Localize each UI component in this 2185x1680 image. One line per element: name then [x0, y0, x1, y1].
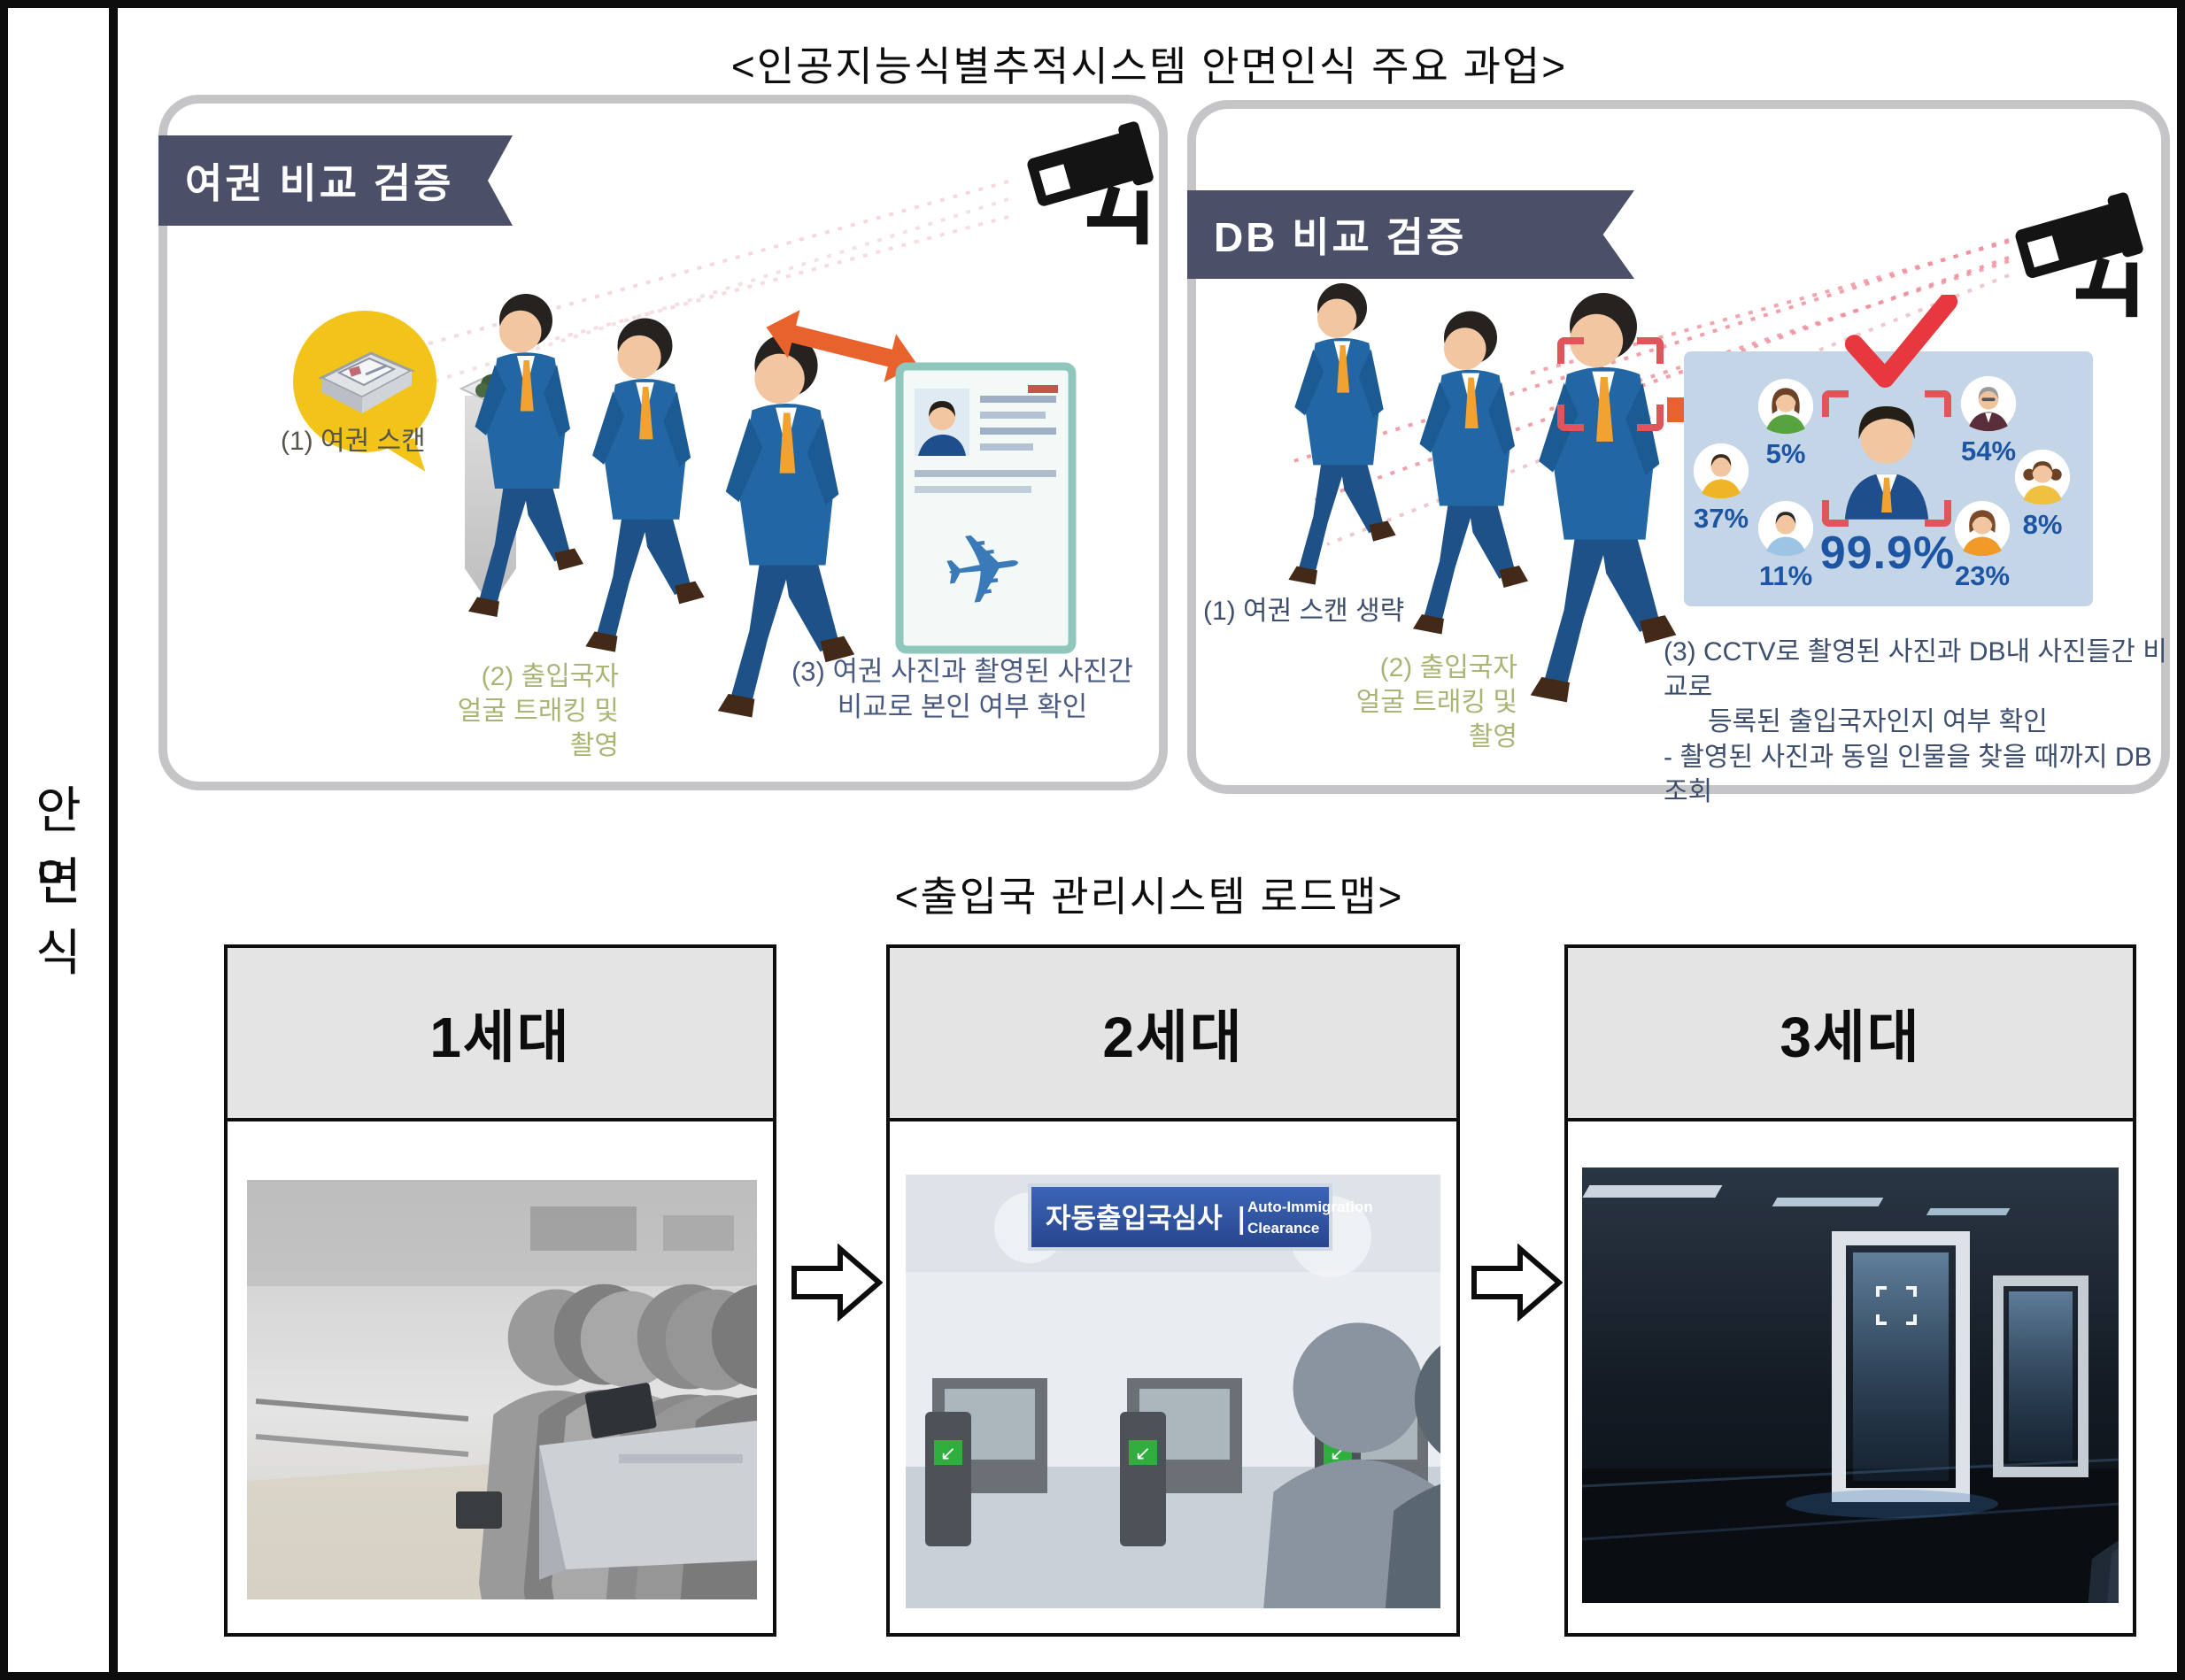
candidate-avatar-woman-orange [1954, 500, 2011, 557]
db-panel-banner-label: DB 비교 검증 [1214, 214, 1467, 260]
roadmap-arrow-2 [1471, 1244, 1563, 1322]
candidate-percent: 5% [1765, 438, 1806, 469]
db-step2-caption: (2) 출입국자 얼굴 트래킹 및 촬영 [1355, 653, 1517, 751]
gen2-sign-english1: Auto-Immigration [1247, 1198, 1373, 1215]
traveller-figure [1280, 255, 1404, 609]
table-column-divider [109, 8, 118, 1672]
gen2-sign-english2: Clearance [1247, 1220, 1319, 1237]
cctv-camera-icon [1015, 116, 1168, 250]
passport-step1-caption: (1) 여권 스캔 [281, 427, 426, 456]
candidate-percent: 11% [1758, 560, 1813, 591]
passport-step2-caption: (2) 출입국자 얼굴 트래킹 및 촬영 [457, 662, 619, 760]
section2-title: <출입국 관리시스템 로드맵> [894, 874, 1404, 920]
passport-panel-banner: 여권 비교 검증 [158, 135, 513, 226]
compare-arrow [766, 310, 918, 382]
match-score: 99.9% [1819, 528, 1956, 579]
generation1-box: 1세대 [224, 944, 776, 1637]
gen1-illustration [247, 1180, 757, 1599]
db-verification-panel: DB 비교 검증 99.9% [1187, 100, 2170, 806]
candidate-avatar-boy-yellow [1693, 443, 1749, 499]
db-face-match-box: 99.9% 5% 54% [1684, 295, 2093, 606]
cctv-sightlines [374, 180, 1009, 397]
svg-text:↙: ↙ [940, 1443, 956, 1465]
generation3-box: 3세대 [1564, 944, 2136, 1637]
face-scan-overlay [1876, 1286, 1917, 1325]
egate-unit: ↙ [1120, 1378, 1242, 1546]
generation1-label: 1세대 [429, 1006, 571, 1069]
generation1-header: 1세대 [228, 948, 773, 1121]
candidate-avatar-elder-man [1960, 375, 2017, 432]
svg-text:✈: ✈ [935, 507, 1031, 631]
generation2-box: 2세대 자동출입국심사 ❘ Auto-Immigration Clearance [886, 944, 1460, 1637]
cctv-camera-icon [2004, 187, 2157, 323]
svg-text:↙: ↙ [1135, 1443, 1151, 1465]
candidate-percent: 23% [1954, 560, 2011, 591]
face-tracking-brackets [1557, 337, 1664, 431]
generation2-header: 2세대 [890, 948, 1456, 1121]
gen2-illustration: 자동출입국심사 ❘ Auto-Immigration Clearance ↙ ↙ [906, 1175, 1440, 1608]
row-label-line2: 인식 [35, 853, 89, 981]
traveller-figure [576, 286, 714, 680]
passport-panel-banner-label: 여권 비교 검증 [185, 160, 454, 206]
candidate-percent: 8% [2022, 509, 2063, 540]
cctv-sightlines [1293, 238, 2010, 546]
traveller-figure [459, 263, 592, 643]
section1-title: <인공지능식별추적시스템 안면인식 주요 과업> [730, 43, 1568, 89]
roadmap-arrow-1 [791, 1244, 883, 1322]
db-step1-caption: (1) 여권 스캔 생략 [1203, 597, 1405, 626]
gen3-illustration [1582, 1168, 2119, 1603]
candidate-percent: 54% [1960, 435, 2017, 466]
candidate-percent: 37% [1693, 503, 1749, 534]
match-brackets [1822, 390, 1951, 527]
match-check-icon [1844, 295, 1958, 389]
passport-step3-caption: (3) 여권 사진과 촬영된 사진간 비교로 본인 여부 확인 [791, 656, 1134, 723]
db-panel-banner: DB 비교 검증 [1187, 190, 1634, 279]
db-step3-caption: (3) CCTV로 촬영된 사진과 DB내 사진들간 비교로 등록된 출입국자인… [1664, 637, 2167, 807]
passport-verification-panel: 여권 비교 검증 (1) 여권 스캔 [158, 95, 1168, 790]
generation3-header: 3세대 [1568, 948, 2133, 1121]
passport-scanner-icon [318, 351, 415, 413]
passport-document: ✈ [895, 362, 1077, 654]
gen2-sign-korean: 자동출입국심사 ❘ [1046, 1203, 1253, 1235]
generation2-label: 2세대 [1102, 1006, 1244, 1069]
candidate-avatar-girl-pigtails [2014, 449, 2071, 505]
row-label-line1: 안면 [35, 782, 89, 910]
candidate-avatar-woman-green [1757, 378, 1814, 435]
egate-unit: ↙ [925, 1378, 1047, 1546]
generation3-label: 3세대 [1780, 1006, 1921, 1069]
candidate-avatar-man-blue [1757, 500, 1814, 557]
